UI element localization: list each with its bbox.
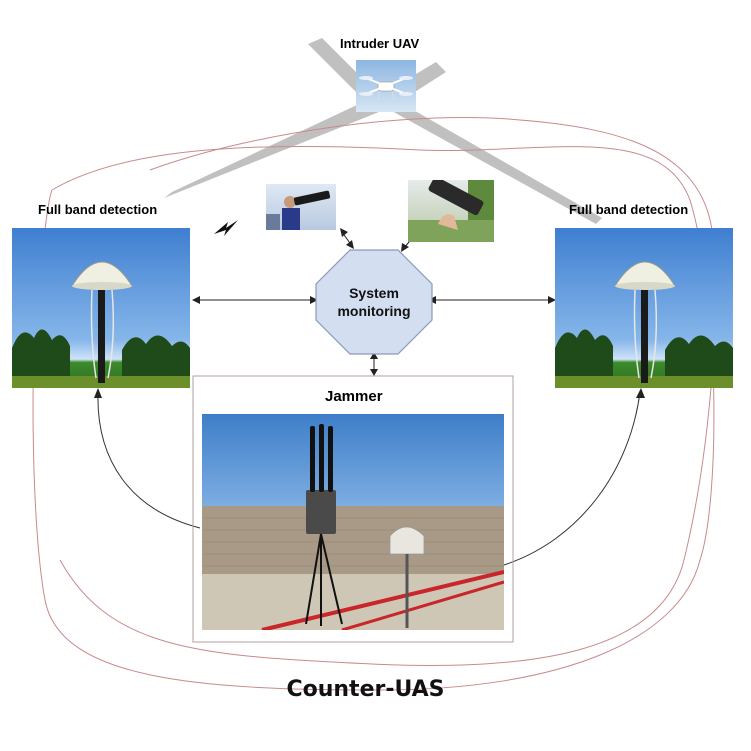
jammer-gun-icon [266, 190, 331, 230]
jammer-scene [202, 424, 504, 630]
arrowhead [370, 369, 378, 376]
diagram-title: Counter-UAS [286, 677, 445, 702]
arrowhead [346, 240, 354, 249]
loop-line-inner [59, 116, 716, 666]
left-detector-photo [12, 228, 190, 388]
left-detector-label: Full band detection [38, 202, 158, 217]
intruder-uav-label: Intruder UAV [340, 36, 420, 51]
arrowhead [401, 243, 409, 252]
handheld-jammer-photo-right [408, 180, 494, 242]
jammer-photo [202, 414, 504, 630]
system-monitoring-line2: monitoring [337, 303, 411, 319]
arrowhead [192, 296, 200, 304]
arrowhead [94, 388, 102, 398]
jammer-to-left-detector-arrow [97, 391, 201, 529]
jammer-gun-icon [408, 180, 494, 242]
arrowhead [370, 352, 378, 359]
jammer-label: Jammer [325, 388, 383, 405]
intruder-uav-photo [356, 60, 416, 112]
system-monitoring-octagon [315, 249, 433, 355]
jammer-to-right-detector-arrow [503, 391, 641, 566]
arrowhead [636, 388, 645, 398]
right-detector-label: Full band detection [569, 202, 689, 217]
arrowhead [548, 296, 556, 304]
arrowhead [340, 228, 348, 237]
arrowhead [310, 296, 318, 304]
beam-right [372, 92, 602, 224]
right-detector-photo [555, 228, 733, 388]
system-monitoring-line1: System [349, 285, 399, 301]
handheld-jammer-photo-left [266, 184, 336, 230]
system-monitoring-label: System monitoring [318, 284, 430, 320]
detection-antenna-icon [555, 261, 733, 388]
jammer-frame [192, 375, 514, 643]
detection-antenna-icon [12, 261, 190, 388]
loop-line [32, 145, 715, 691]
drone-icon [359, 76, 413, 101]
lightning-icon [214, 220, 238, 236]
